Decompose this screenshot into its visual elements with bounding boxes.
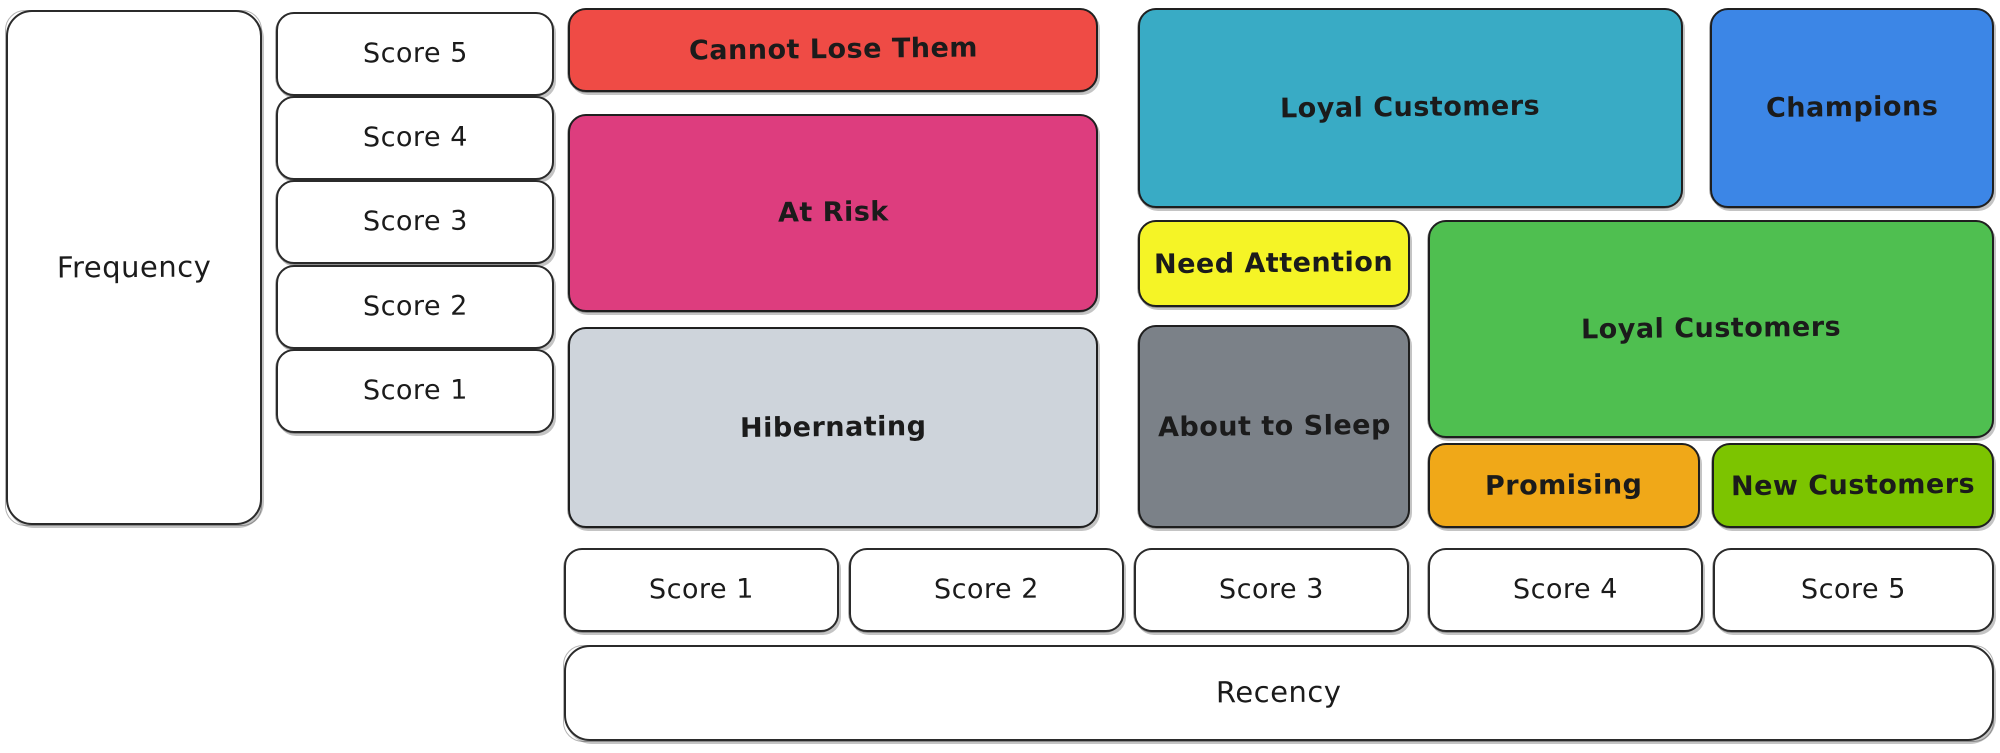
recency-score-4[interactable]: Score 4 — [1427, 548, 1703, 633]
segment-loyal-customers-green[interactable]: Loyal Customers — [1427, 220, 1994, 439]
segment-loyal-customers-green-label: Loyal Customers — [1580, 312, 1842, 346]
frequency-score-5[interactable]: Score 5 — [275, 12, 554, 97]
segment-about-to-sleep[interactable]: About to Sleep — [1137, 325, 1410, 529]
recency-score-3-label: Score 3 — [1218, 574, 1325, 606]
segment-need-attention-label: Need Attention — [1154, 246, 1394, 281]
segment-champions[interactable]: Champions — [1709, 8, 1994, 209]
frequency-axis-label: Frequency — [56, 249, 212, 285]
recency-score-5-label: Score 5 — [1800, 574, 1907, 606]
recency-score-1-label: Score 1 — [648, 574, 755, 606]
recency-score-2[interactable]: Score 2 — [848, 548, 1124, 633]
frequency-score-1-label: Score 1 — [362, 375, 468, 407]
segment-at-risk-label: At Risk — [777, 196, 889, 230]
frequency-score-2[interactable]: Score 2 — [275, 265, 554, 350]
frequency-axis-title: Frequency — [5, 10, 262, 526]
segment-hibernating[interactable]: Hibernating — [567, 327, 1098, 529]
recency-score-2-label: Score 2 — [933, 574, 1040, 606]
segment-promising[interactable]: Promising — [1427, 443, 1700, 529]
recency-axis-title: Recency — [563, 645, 1994, 742]
segment-cannot-lose-them-label: Cannot Lose Them — [688, 32, 978, 67]
frequency-score-3[interactable]: Score 3 — [275, 180, 554, 265]
segment-cannot-lose-them[interactable]: Cannot Lose Them — [567, 8, 1098, 93]
segment-about-to-sleep-label: About to Sleep — [1157, 409, 1391, 444]
recency-score-5[interactable]: Score 5 — [1712, 548, 1994, 633]
frequency-score-3-label: Score 3 — [362, 206, 468, 238]
segment-new-customers-label: New Customers — [1730, 468, 1976, 503]
segment-at-risk[interactable]: At Risk — [567, 114, 1098, 313]
frequency-score-4[interactable]: Score 4 — [275, 96, 554, 181]
frequency-score-5-label: Score 5 — [362, 38, 468, 70]
segment-need-attention[interactable]: Need Attention — [1137, 220, 1410, 308]
segment-loyal-customers-teal[interactable]: Loyal Customers — [1137, 8, 1683, 209]
frequency-score-2-label: Score 2 — [362, 291, 468, 323]
recency-score-1[interactable]: Score 1 — [563, 548, 839, 633]
recency-score-4-label: Score 4 — [1512, 574, 1619, 606]
segment-hibernating-label: Hibernating — [739, 410, 927, 444]
segment-loyal-customers-teal-label: Loyal Customers — [1280, 91, 1541, 125]
frequency-score-4-label: Score 4 — [362, 122, 468, 154]
recency-score-3[interactable]: Score 3 — [1133, 548, 1409, 633]
segment-new-customers[interactable]: New Customers — [1711, 443, 1994, 529]
segment-promising-label: Promising — [1485, 469, 1643, 502]
segment-champions-label: Champions — [1765, 91, 1939, 125]
frequency-score-1[interactable]: Score 1 — [275, 349, 554, 434]
recency-axis-label: Recency — [1216, 674, 1342, 710]
